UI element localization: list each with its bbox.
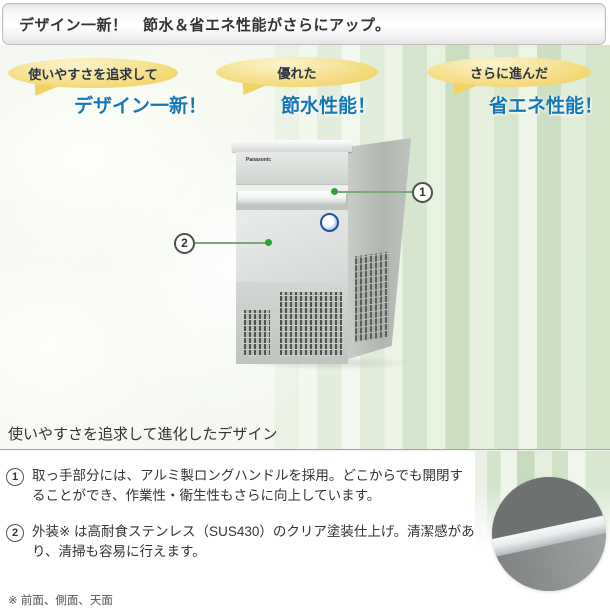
- detail-list: 1 取っ手部分には、アルミ製ロングハンドルを採用。どこからでも開閉することができ…: [6, 466, 476, 577]
- front-vent-grille-small: [244, 310, 270, 356]
- footnote: ※ 前面、側面、天面: [8, 595, 113, 607]
- handle-detail-photo-content: [492, 477, 606, 591]
- panasonic-logo: Panasonic: [246, 157, 272, 163]
- detail-text-2: 外装※ は高耐食ステンレス（SUS430）のクリア塗装仕上げ。清潔感があり、清掃…: [32, 523, 475, 559]
- bubble-tail: [241, 82, 267, 98]
- callout-dot-1: [331, 188, 338, 195]
- feature-headline-water: 節水性能！: [281, 96, 377, 117]
- feature-bubble-design: 使いやすさを追求して: [8, 58, 178, 99]
- callout-line-1: [338, 191, 412, 193]
- product-sticker-badge: [320, 213, 339, 232]
- detail-item-exterior: 2 外装※ は高耐食ステンレス（SUS430）のクリア塗装仕上げ。清潔感があり、…: [6, 522, 476, 563]
- ice-maker-product-image: Panasonic: [232, 138, 416, 378]
- callout-marker-1: 1: [412, 182, 433, 203]
- feature-headline-energy: 省エネ性能！: [489, 96, 604, 117]
- detail-number-1: 1: [6, 468, 24, 486]
- feature-bubble-energy-label: さらに進んだ: [469, 65, 548, 81]
- section-divider: [0, 449, 610, 451]
- machine-side-panel: [347, 138, 411, 360]
- section-subheadline: 使いやすさを追求して進化したデザイン: [8, 426, 278, 443]
- feature-bubble-water: 優れた: [216, 57, 378, 98]
- detail-number-2: 2: [6, 523, 24, 542]
- machine-front-panel: Panasonic: [232, 140, 352, 364]
- storage-bin-door: [236, 210, 348, 284]
- feature-bubble-design-label: 使いやすさを追求して: [28, 66, 158, 82]
- front-vent-grille-large: [280, 292, 342, 356]
- machine-gap-strip: [236, 184, 348, 192]
- feature-headline-design: デザイン一新！: [74, 96, 208, 117]
- top-banner: デザイン一新！ 節水＆省エネ性能がさらにアップ。: [2, 3, 606, 45]
- side-vent-grille: [355, 251, 389, 343]
- aluminum-long-handle: [238, 191, 346, 204]
- callout-marker-2: 2: [174, 233, 195, 254]
- machine-top-cap: [232, 140, 352, 152]
- bubble-tail: [33, 83, 59, 99]
- feature-bubble-energy: さらに進んだ: [427, 57, 591, 98]
- callout-dot-2: [265, 239, 272, 246]
- banner-title: デザイン一新！ 節水＆省エネ性能がさらにアップ。: [19, 16, 391, 34]
- callout-line-2: [195, 242, 265, 244]
- detail-text-1: 取っ手部分には、アルミ製ロングハンドルを採用。どこからでも開閉することができ、作…: [32, 468, 464, 504]
- handle-detail-photo: [492, 477, 606, 591]
- detail-item-handle: 1 取っ手部分には、アルミ製ロングハンドルを採用。どこからでも開閉することができ…: [6, 466, 476, 507]
- machine-vent-section: [236, 282, 348, 364]
- handle-under-strip: [236, 204, 348, 210]
- feature-bubble-water-label: 優れた: [277, 65, 317, 81]
- machine-upper-door: Panasonic: [236, 152, 348, 185]
- bubble-tail: [452, 82, 478, 98]
